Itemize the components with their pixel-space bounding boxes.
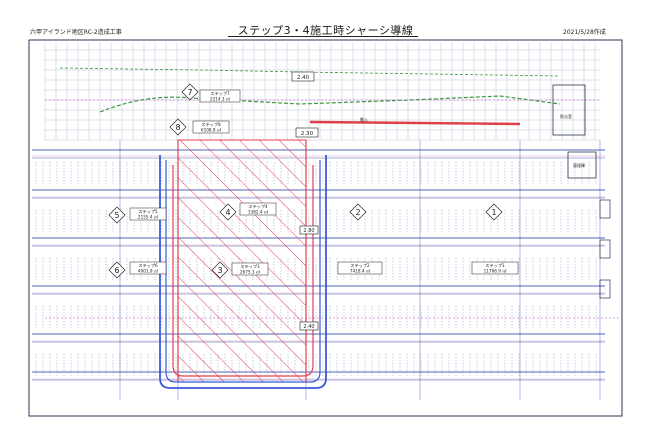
step-8-label-box (192, 120, 230, 134)
step-5-label-box (129, 207, 167, 221)
chassis-route-blue-inner (165, 160, 321, 383)
step-7-area: 2214.3 ㎡ (210, 96, 231, 102)
creation-date: 2021/5/28作成 (563, 29, 606, 36)
chassis-route-red-inner (172, 165, 314, 377)
dimension-right2: 2.40 (299, 321, 319, 331)
step-2-number: 2 (355, 208, 360, 217)
step-2-diamond (349, 203, 367, 221)
facility-block (552, 84, 586, 136)
step-2-label-box (337, 261, 383, 275)
step-1-number: 1 (491, 208, 496, 217)
step-8-diamond (169, 118, 187, 136)
facility-label: 防災室 (560, 113, 572, 119)
chassis-route-blue (159, 155, 327, 389)
project-name: 六甲アイランド地区RC-2造成工事 (30, 29, 122, 36)
boundary-line-green-upper (59, 67, 561, 77)
step-5-number: 5 (114, 211, 119, 220)
step-8-label: ステップ8 (201, 122, 221, 128)
step-3-area: 2675.3 ㎡ (240, 269, 261, 275)
step-2-label: ステップ2 (350, 263, 370, 269)
step-1-area: 11766.9 ㎡ (484, 268, 508, 274)
page-title: ステップ3・4施工時シャーシ導線 (237, 24, 414, 37)
step-4-diamond (219, 203, 237, 221)
svg-text:2.40: 2.40 (303, 324, 314, 330)
step-4-number: 4 (225, 208, 230, 217)
step-4-label-box (239, 202, 277, 216)
svg-text:2.80: 2.80 (303, 228, 314, 234)
step-7-number: 7 (187, 88, 192, 97)
step-7-diamond (181, 83, 199, 101)
step-6-label-box (129, 261, 167, 275)
route-red-top (309, 120, 521, 126)
step-8-number: 8 (175, 123, 180, 132)
step-5-diamond (108, 206, 126, 224)
facility-label-2: 管理棟 (573, 162, 585, 168)
route-label: 搬入 (360, 116, 368, 122)
step-5-area: 2155.4 ㎡ (138, 214, 159, 220)
step-1-label: ステップ1 (485, 263, 505, 269)
drawing-frame (28, 39, 623, 417)
svg-text:2.40: 2.40 (297, 75, 310, 81)
svg-text:2.30: 2.30 (301, 131, 314, 137)
step-3-label-box (231, 262, 269, 276)
step-3-diamond (211, 261, 229, 279)
step-6-label: ステップ6 (138, 263, 158, 269)
step-5-label: ステップ5 (138, 209, 158, 215)
step-2-area: 7418.4 ㎡ (350, 268, 371, 274)
step-4-area: 3382.4 ㎡ (248, 209, 269, 215)
step-3-number: 3 (217, 266, 222, 275)
step-7-label-box (199, 89, 241, 103)
boundary-line-green (99, 95, 561, 113)
step-8-area: 6108.8 ㎡ (201, 127, 222, 133)
background-grid (44, 42, 600, 141)
hatched-work-area (177, 139, 307, 383)
dimension-right1: 2.80 (299, 225, 319, 235)
step-3-label: ステップ3 (240, 264, 260, 270)
step-6-area: 4001.9 ㎡ (138, 268, 159, 274)
dimension-top: 2.40 (291, 71, 315, 82)
step-1-label-box (471, 261, 519, 275)
dimension-upper: 2.30 (295, 127, 319, 138)
step-6-number: 6 (114, 266, 119, 275)
step-4-label: ステップ4 (248, 204, 268, 210)
facility-block-2 (567, 151, 597, 179)
step-1-diamond (485, 203, 503, 221)
step-7-label: ステップ7 (210, 91, 230, 97)
title-underline (228, 36, 418, 37)
step-6-diamond (108, 261, 126, 279)
